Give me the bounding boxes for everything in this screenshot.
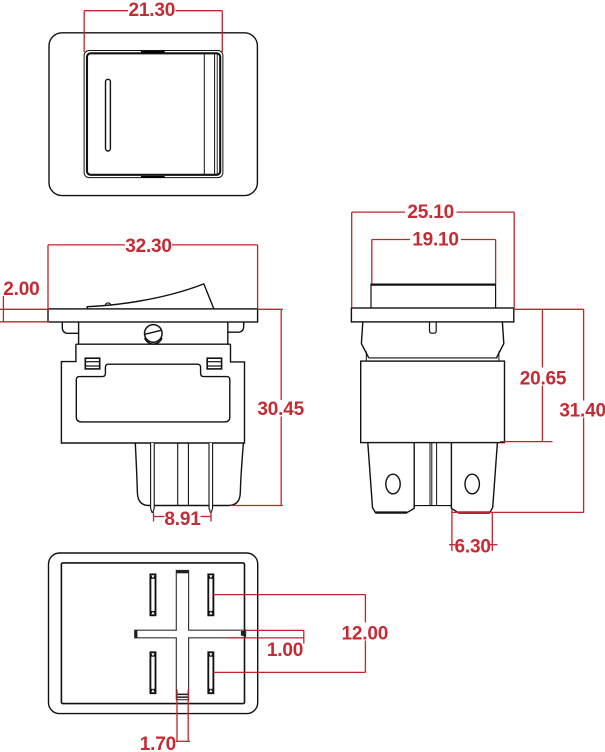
svg-text:1.00: 1.00 [267, 640, 303, 661]
svg-text:6.30: 6.30 [455, 537, 491, 558]
svg-text:2.00: 2.00 [3, 279, 39, 300]
svg-text:32.30: 32.30 [125, 236, 172, 257]
svg-text:12.00: 12.00 [342, 623, 389, 644]
svg-text:21.30: 21.30 [129, 0, 176, 21]
svg-text:20.65: 20.65 [520, 369, 567, 390]
svg-text:1.70: 1.70 [140, 734, 176, 752]
svg-text:30.45: 30.45 [257, 399, 304, 420]
svg-text:31.40: 31.40 [559, 401, 605, 422]
svg-text:25.10: 25.10 [407, 202, 454, 223]
svg-text:8.91: 8.91 [164, 509, 201, 530]
svg-text:19.10: 19.10 [412, 230, 459, 251]
